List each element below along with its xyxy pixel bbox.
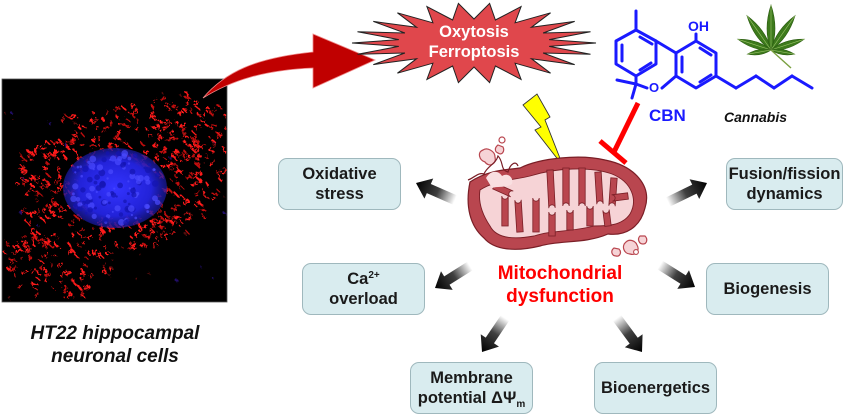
gradient-arrow-shape xyxy=(665,179,707,207)
lightning-bolt-icon xyxy=(522,93,564,167)
oxygen-label: O xyxy=(649,80,660,95)
gradient-arrow-shape xyxy=(415,178,457,205)
mitochondrion-illustration xyxy=(467,136,648,257)
center-line-1: Mitochondrial xyxy=(497,263,623,284)
caption-line-1: HT22 hippocampal xyxy=(30,323,200,344)
arrow-to-biogenesis xyxy=(657,260,696,289)
crista xyxy=(501,195,509,227)
trigger-label: Oxytosis Ferroptosis xyxy=(400,22,548,62)
gradient-arrow-shape xyxy=(657,260,696,289)
gradient-arrow-shape xyxy=(480,315,510,353)
compound-source: Cannabis xyxy=(724,109,788,125)
center-line-2: dysfunction xyxy=(506,286,614,307)
outcome-line-2: potential ΔΨm xyxy=(417,388,526,410)
micrograph-frame xyxy=(1,78,228,303)
outcome-line-1: Biogenesis xyxy=(723,280,812,298)
leaflet-vein xyxy=(770,38,805,51)
leaflet-vein xyxy=(746,15,772,51)
cannabis-leaf-icon xyxy=(736,4,806,69)
outcome-line-2: overload xyxy=(329,290,398,308)
curved-red-arrow xyxy=(202,33,377,99)
crista xyxy=(562,167,570,207)
outcome-line-2: stress xyxy=(315,185,364,203)
leaf-stem xyxy=(770,49,792,69)
leaflet-vein xyxy=(747,49,772,55)
leaflet-vein xyxy=(770,49,795,55)
trigger-line-1: Oxytosis xyxy=(439,23,509,41)
calcium-charge: 2+ xyxy=(368,270,380,281)
outcome-line-1: Ca2+ xyxy=(347,269,380,289)
crista xyxy=(602,209,612,227)
arrow-to-oxidative-stress xyxy=(415,178,457,205)
gradient-arrow-shape xyxy=(434,261,473,290)
nucleus-texture xyxy=(70,150,161,226)
outcome-box-calcium-overload: Ca2+ overload xyxy=(302,263,425,315)
crista xyxy=(578,167,586,207)
caption-line-2: neuronal cells xyxy=(51,346,179,367)
crista xyxy=(594,171,604,205)
crista xyxy=(586,205,594,227)
calcium-symbol: Ca xyxy=(347,270,369,288)
leaflet-vein xyxy=(737,38,772,51)
arrow-to-bioenergetics xyxy=(612,315,643,353)
arrow-to-fusion-fission xyxy=(665,179,707,207)
arrow-to-calcium-overload xyxy=(434,261,473,290)
micrograph-image xyxy=(2,79,227,302)
crista xyxy=(514,199,524,233)
cbn-structure xyxy=(614,9,814,100)
micrograph-caption: HT22 hippocampal neuronal cells xyxy=(0,322,230,368)
trigger-line-2: Ferroptosis xyxy=(428,43,520,61)
inhibition-arrow xyxy=(598,101,641,165)
leaflet-vein xyxy=(770,15,796,51)
outcome-line-1: Oxidative xyxy=(302,165,377,183)
stress-burst-shape xyxy=(351,2,597,84)
crista xyxy=(611,192,629,202)
crista xyxy=(532,197,540,233)
hydroxyl-label: OH xyxy=(688,18,709,34)
compound-name: CBN xyxy=(649,106,686,125)
membrane-potential-subscript: m xyxy=(516,399,526,410)
crista xyxy=(566,209,574,231)
outcome-box-biogenesis: Biogenesis xyxy=(706,263,829,315)
outcome-box-bioenergetics: Bioenergetics xyxy=(594,362,717,414)
outcome-box-membrane-potential: Membrane potential ΔΨm xyxy=(410,362,533,414)
outcome-box-oxidative-stress: Oxidative stress xyxy=(278,158,401,210)
center-label: Mitochondrial dysfunction xyxy=(480,262,640,308)
arrow-to-membrane-potential xyxy=(480,315,510,353)
outcome-line-1: Membrane xyxy=(430,369,513,387)
outcome-line-1: Bioenergetics xyxy=(600,379,711,397)
outcome-box-fusion-fission: Fusion/fission dynamics xyxy=(726,158,843,210)
membrane-potential-symbol: potential ΔΨ xyxy=(417,389,517,407)
crista xyxy=(548,211,556,237)
outcome-line-2: dynamics xyxy=(746,185,823,203)
gradient-arrow-shape xyxy=(612,315,643,353)
outcome-line-1: Fusion/fission xyxy=(728,165,841,183)
